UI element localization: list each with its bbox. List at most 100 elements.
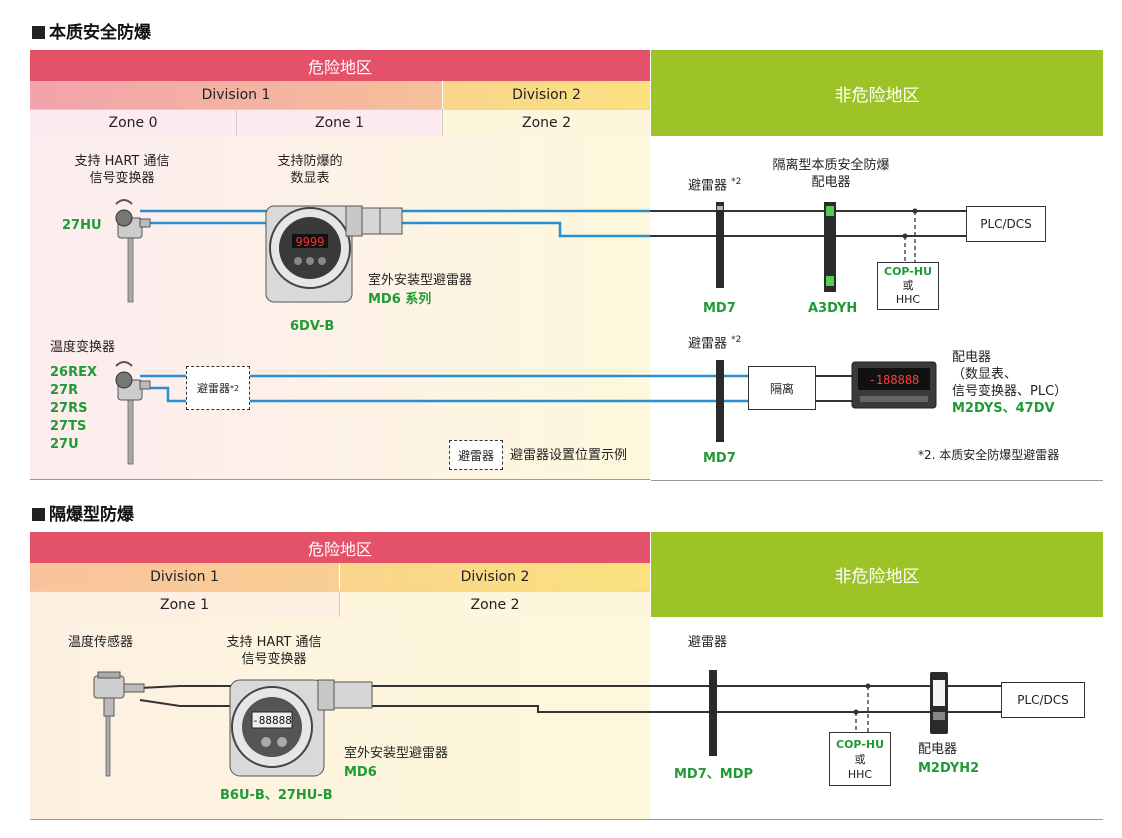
zone2-header-1: Zone 2	[443, 109, 650, 136]
isolated-distributor-label: 隔离型本质安全防爆 配电器	[756, 157, 906, 191]
output-lines-section2	[139, 685, 1001, 713]
temp-model-2: 27RS	[50, 401, 88, 416]
hart-label2-line1: 支持 HART 通信	[226, 635, 322, 650]
temperature-converter-sensor-icon	[115, 361, 151, 465]
display-label: 支持防爆的 数显表	[250, 153, 370, 187]
outdoor-arrester-label-2: 室外安装型避雷器	[344, 746, 449, 761]
junction-dot	[902, 233, 908, 239]
hhc-text: HHC	[895, 293, 921, 306]
distributor-label-2: 配电器	[918, 742, 958, 757]
zone0-header: Zone 0	[30, 109, 237, 136]
hazard-header-2: 危险地区	[30, 532, 650, 563]
outdoor-arrester-model: MD6 系列	[368, 292, 432, 307]
output-lines-lower	[816, 375, 852, 402]
display-readout: 9999	[296, 235, 325, 249]
distributor-line3: 信号变换器、PLC）	[952, 384, 1068, 399]
distributor-label: 配电器 （数显表、 信号变换器、PLC） M2DYS、47DV	[952, 349, 1067, 417]
temp-model-4: 27U	[50, 437, 79, 452]
md7-top-model: MD7	[703, 301, 736, 316]
cop-hu-box-1: COP-HU 或 HHC	[877, 262, 939, 310]
arrester-mid-label: 避雷器 *2	[688, 332, 741, 352]
cop-hu-box-2: COP-HU 或 HHC	[829, 732, 891, 786]
square-bullet-icon	[32, 508, 45, 521]
legend-box: 避雷器	[449, 440, 503, 470]
md7-arrester-section2-icon	[709, 670, 717, 756]
md7-bottom-model: MD7	[703, 451, 736, 466]
section2-title-text: 隔爆型防爆	[49, 505, 134, 525]
hart-converter-label: 支持 HART 通信 信号变换器	[62, 153, 182, 187]
cop-connection-section2	[855, 686, 869, 732]
zone2-header-2: Zone 2	[340, 591, 650, 617]
footnote: *2. 本质安全防爆型避雷器	[918, 448, 1060, 462]
distributor-line2: （数显表、	[952, 367, 1018, 382]
isolation-box: 隔离	[748, 366, 816, 410]
junction-dot	[912, 208, 918, 214]
nonhazard-header-1: 非危险地区	[651, 50, 1103, 136]
temp-converter-label: 温度变换器	[50, 340, 116, 355]
distributor-model-2: M2DYH2	[918, 761, 980, 776]
nonhazard-header-2: 非危险地区	[651, 532, 1103, 617]
hart-converter-sensor-icon	[115, 199, 151, 303]
a3dyh-distributor-icon	[824, 202, 836, 292]
md7-arrester-lower-icon	[716, 360, 724, 442]
legend-text: 避雷器设置位置示例	[510, 448, 628, 463]
section2-bottom-rule	[30, 819, 1103, 820]
signal-lines-lower	[140, 374, 748, 403]
hart-models-2: B6U-B、27HU-B	[220, 788, 333, 803]
arrester-location-box: 避雷器*2	[186, 366, 250, 410]
cop-connection-upper	[904, 211, 916, 262]
m2dyh2-distributor-icon	[930, 672, 948, 734]
hart-label-line1: 支持 HART 通信	[74, 154, 170, 169]
display-label-line1: 支持防爆的	[277, 154, 343, 169]
temp-model-0: 26REX	[50, 365, 98, 380]
cop-hu-text-2: COP-HU	[836, 737, 884, 751]
hazard-header-1: 危险地区	[30, 50, 650, 81]
square-bullet-icon	[32, 26, 45, 39]
cop-hu-text: COP-HU	[884, 265, 932, 278]
division2-header-1: Division 2	[443, 81, 650, 109]
panel-meter-icon: -188888	[851, 361, 937, 409]
md7-arrester-upper-icon	[716, 202, 724, 288]
arrester-mid-note: *2	[731, 335, 742, 345]
arrester-box-note: *2	[229, 383, 240, 393]
section2-title: 隔爆型防爆	[32, 500, 134, 525]
plc-dcs-box-2: PLC/DCS	[1001, 682, 1085, 718]
arrester-top-label: 避雷器 *2	[688, 174, 741, 194]
outdoor-arrester-label: 室外安装型避雷器	[368, 273, 473, 288]
division1-header-1: Division 1	[30, 81, 443, 109]
division2-header-2: Division 2	[340, 563, 650, 591]
division1-header-2: Division 1	[30, 563, 340, 591]
hart-label2-line2: 信号变换器	[241, 652, 307, 667]
hart-label-line2: 信号变换器	[89, 171, 155, 186]
arrester-box-label: 避雷器	[196, 382, 230, 395]
outdoor-arrester-model-2: MD6	[344, 765, 377, 780]
section1-title-text: 本质安全防爆	[49, 23, 151, 43]
arrester-top-text: 避雷器	[688, 178, 728, 194]
explosion-proof-converter-icon: -88888	[229, 679, 373, 777]
hhc-text-2: HHC	[847, 767, 873, 781]
arrester-models-2: MD7、MDP	[674, 767, 754, 782]
hart-model: 27HU	[62, 218, 102, 233]
display-label-line2: 数显表	[290, 171, 330, 186]
panel-readout: -188888	[869, 373, 920, 387]
arrester-mid-text: 避雷器	[688, 336, 728, 352]
display-model: 6DV-B	[290, 319, 335, 334]
isolated-dist-line2: 配电器	[811, 175, 851, 190]
or-text: 或	[902, 279, 914, 292]
or-text-2: 或	[854, 752, 866, 766]
zone1-header-1: Zone 1	[237, 109, 443, 136]
hart-converter-label-2: 支持 HART 通信 信号变换器	[214, 634, 334, 668]
temp-sensor-label: 温度传感器	[68, 635, 134, 650]
arrester-label-2: 避雷器	[688, 635, 728, 650]
hazard-area-bg-2	[30, 617, 650, 819]
section1-bottom-rule	[30, 479, 650, 480]
isolated-dist-line1: 隔离型本质安全防爆	[772, 158, 890, 173]
distributor-models: M2DYS、47DV	[952, 401, 1055, 416]
temperature-sensor-icon	[93, 671, 145, 777]
section1-title: 本质安全防爆	[32, 18, 151, 43]
converter-readout: -88888	[252, 714, 292, 727]
temp-model-3: 27TS	[50, 419, 87, 434]
distributor-line1: 配电器	[952, 350, 992, 365]
